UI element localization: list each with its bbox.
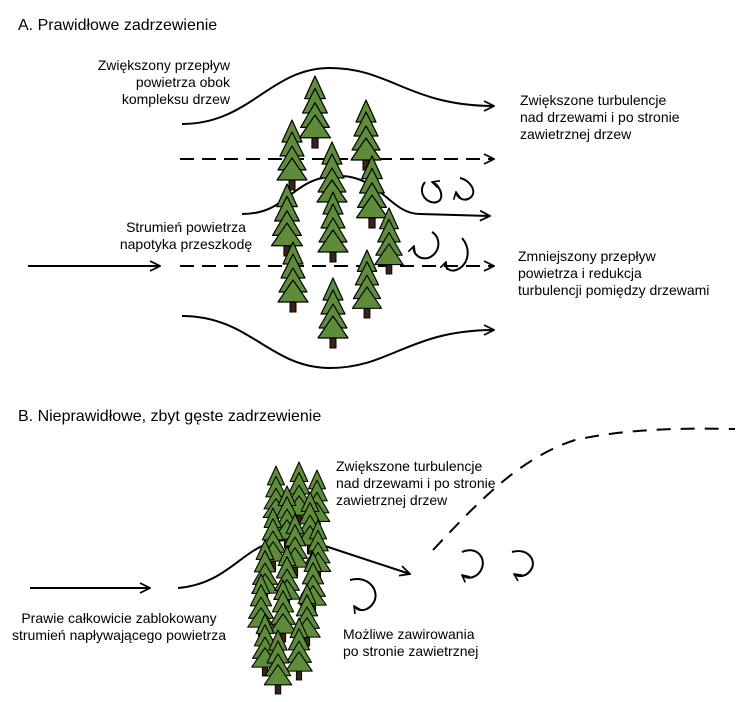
label-airflow-meets-obstacle: Strumień powietrza napotyka przeszkodę [96,219,276,253]
label-possible-eddies: Możliwe zawirowania po stronie zawietrzn… [343,626,478,660]
label-line: Prawie całkowicie zablokowany [21,610,217,626]
label-increased-flow-around: Zwiększony przepływ powietrza obok kompl… [40,57,230,108]
label-line: Strumień powietrza [126,219,246,235]
tree-icon [298,75,332,149]
eddy-arrow [421,182,443,204]
eddy-arrow [511,550,534,576]
label-line: Zwiększony przepływ [97,57,230,73]
panel-b-heading: B. Nieprawidłowe, zbyt gęste zadrzewieni… [18,408,322,425]
label-line: nad drzewami i po stronie [520,109,680,125]
panel-a-flow-lines [28,66,494,370]
eddy-arrow [456,177,475,201]
label-line: napotyka przeszkodę [119,236,253,252]
label-line: Możliwe zawirowania [343,626,475,642]
label-line: turbulencji pomiędzy drzewami [518,282,710,298]
label-line: strumień napływającego powietrza [12,627,226,643]
label-reduced-flow: Zmniejszony przepływ powietrza i redukcj… [518,248,709,299]
eddy-arrow [446,237,469,272]
flow-lower-curve [181,315,494,370]
tree-icon [355,155,389,229]
label-line: Zwiększone turbulencje [520,92,667,108]
label-line: powietrza i redukcja [518,265,642,281]
tree-icon [276,119,308,191]
label-line: Zmniejszony przepływ [518,248,656,264]
label-line: zawietrznej drzew [520,126,632,142]
tree-icon [350,99,382,171]
eddy-arrow [414,231,440,260]
tree-icon [270,183,304,257]
label-increased-turbulence-b: Zwiększone turbulencje nad drzewami i po… [336,458,496,509]
panel-a-eddies [414,177,475,272]
panel-a-heading: A. Prawidłowe zadrzewienie [18,17,218,34]
label-line: zawietrznej drzew [336,492,448,508]
label-line: nad drzewami i po stronie [336,475,496,491]
label-line: kompleksu drzew [121,91,230,107]
panel-b-eddies [349,549,534,610]
label-line: po stronie zawietrznej [343,643,479,659]
label-blocked-airflow: Prawie całkowicie zablokowany strumień n… [6,610,232,644]
flow-upper-curve [181,66,494,125]
flow-upper-dashed-curve [432,427,736,551]
label-increased-turbulence-a: Zwiększone turbulencje nad drzewami i po… [520,92,680,143]
tree-icon [317,277,349,349]
tree-icon [277,241,309,313]
panel-a-trees [270,75,404,349]
label-line: Zwiększone turbulencje [336,458,483,474]
eddy-arrow [349,578,377,610]
label-line: powietrza obok [135,74,230,90]
panel-b-dense-trees [247,461,332,695]
eddy-arrow [462,549,484,577]
